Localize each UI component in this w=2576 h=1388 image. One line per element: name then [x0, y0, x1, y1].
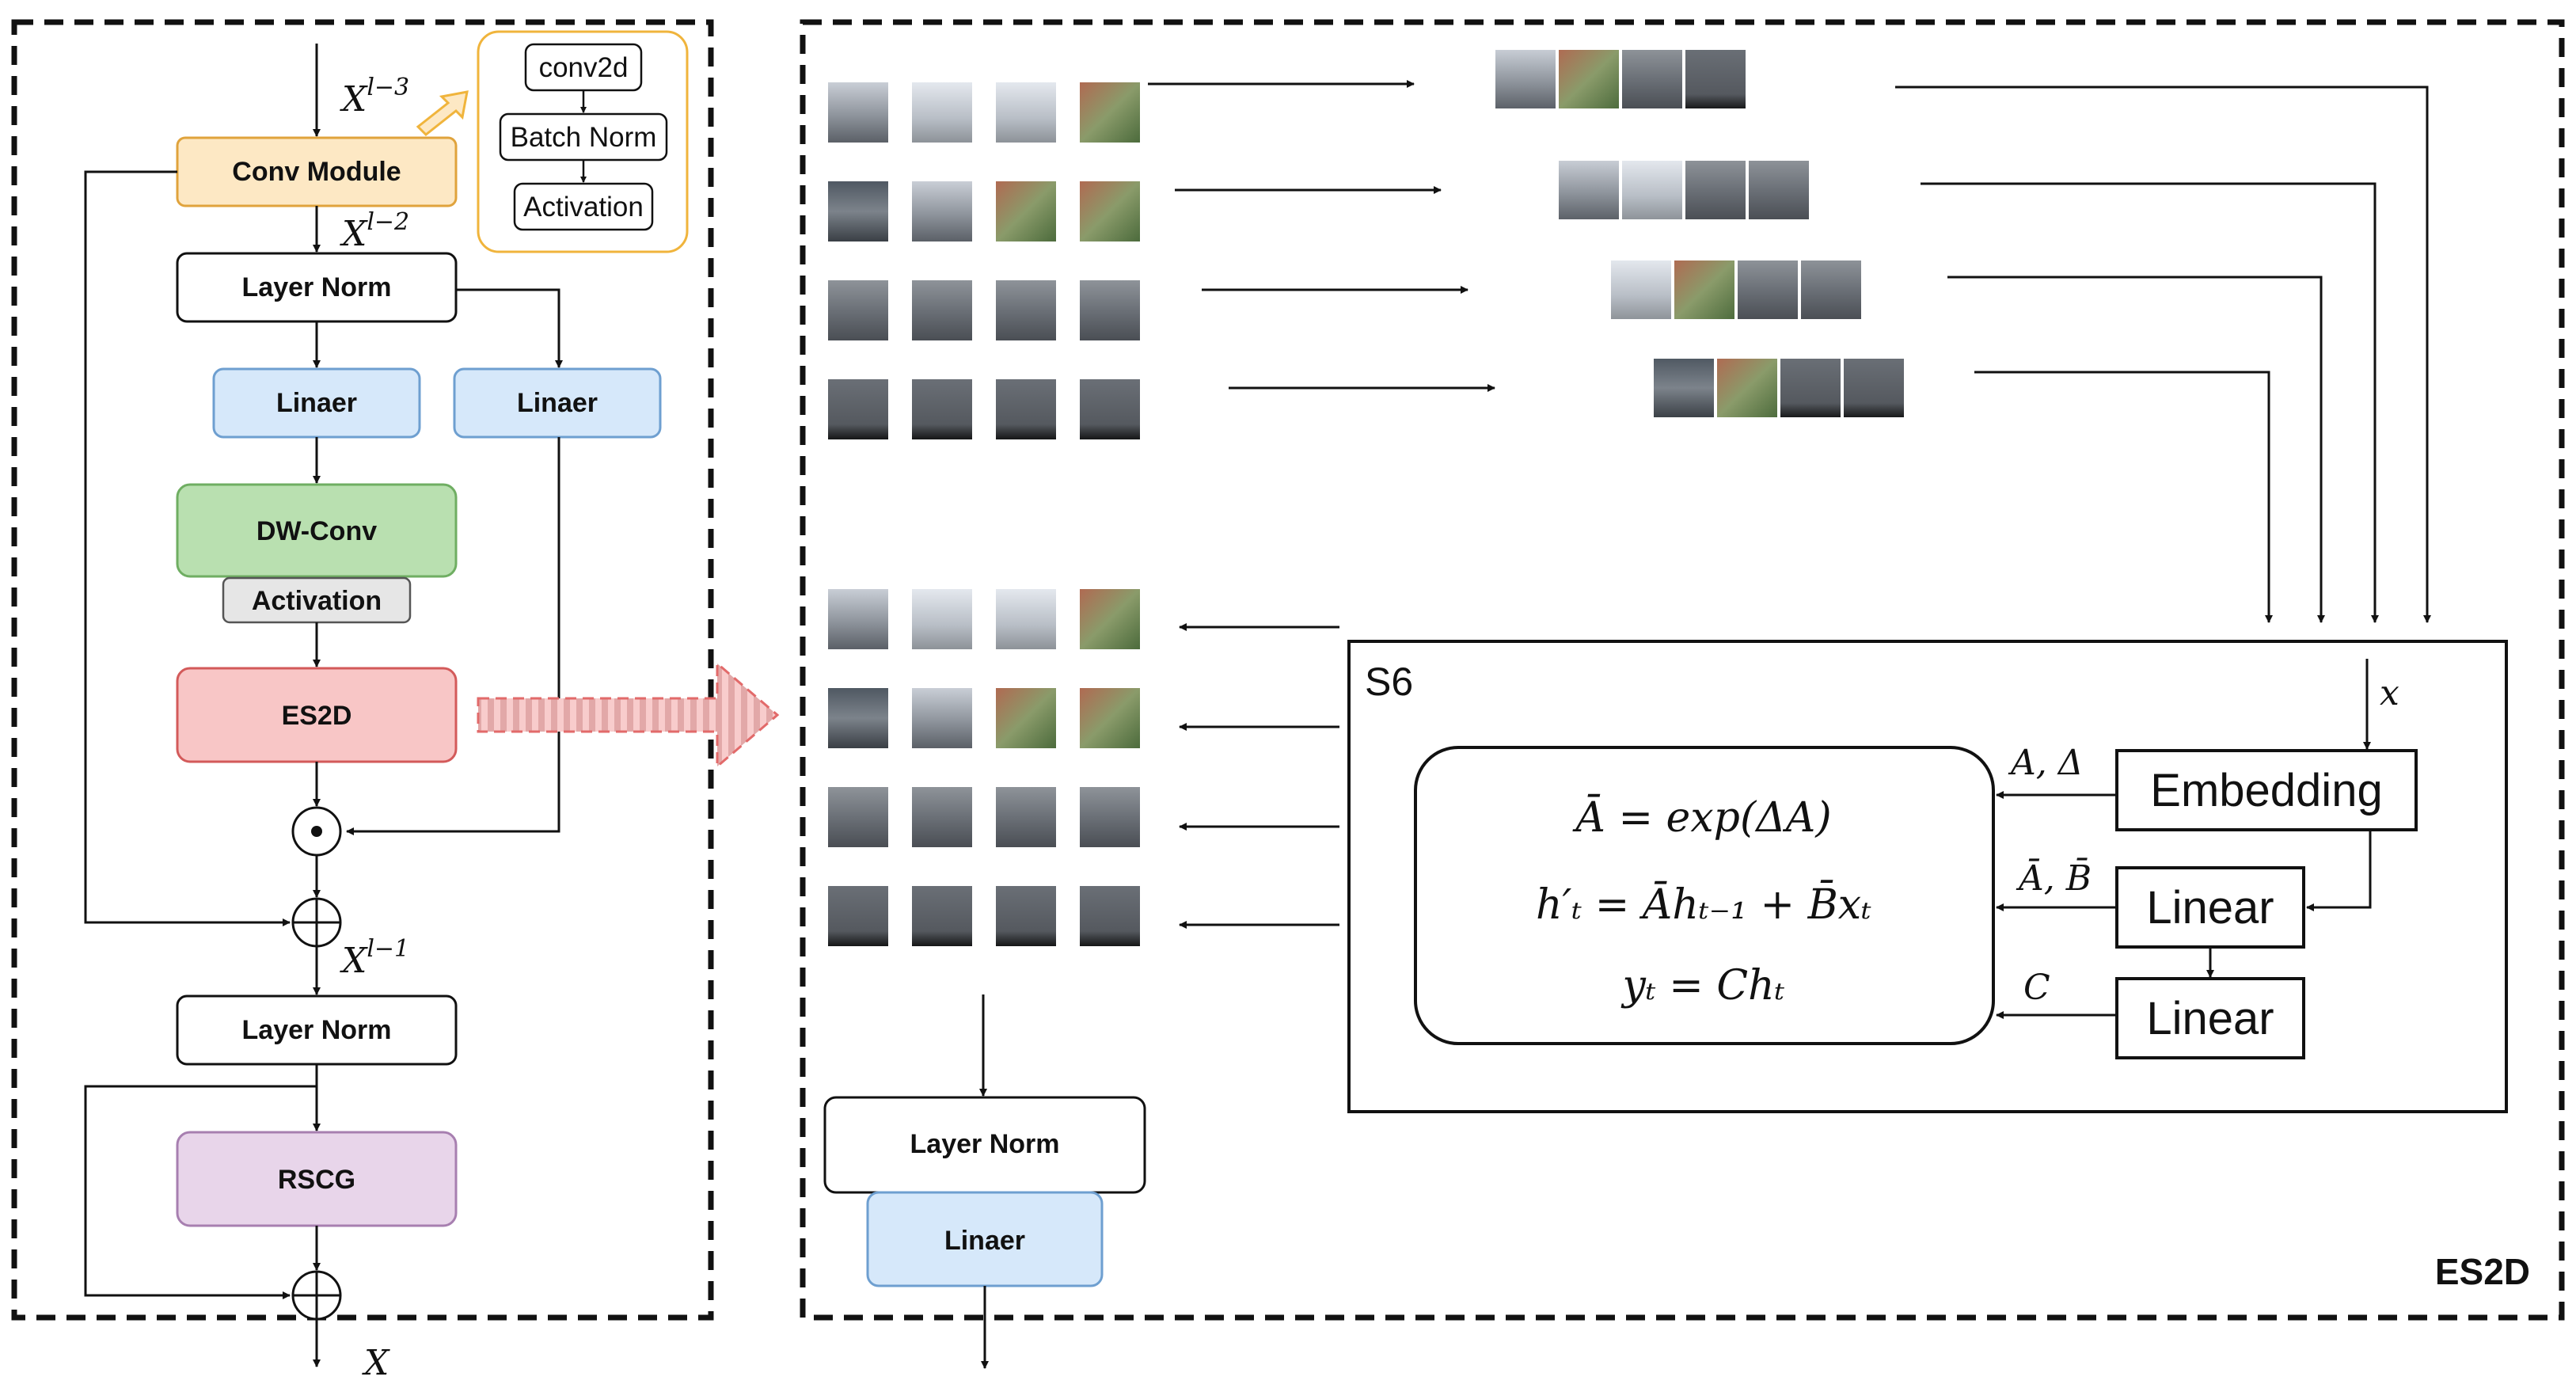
image-patch [912, 688, 972, 748]
scan-patch [1652, 357, 1715, 419]
dwconv-box [176, 483, 458, 578]
right-block-frame [800, 19, 2565, 1321]
image-patch [1080, 181, 1140, 241]
rscg-label: RSCG [278, 1165, 355, 1195]
image-patch [1080, 886, 1140, 946]
image-patch [1080, 82, 1140, 143]
linear-right-label: Linaer [517, 388, 598, 418]
image-patch [996, 787, 1056, 847]
scan-sequences [1494, 48, 1905, 419]
equation-3: yₜ = Chₜ [1621, 962, 1785, 1010]
scan-patch [1620, 48, 1684, 110]
scan-patch [1557, 159, 1620, 221]
image-patch [828, 688, 888, 748]
scan-patch [1715, 357, 1779, 419]
scan-patch [1609, 259, 1673, 321]
image-patch [912, 589, 972, 649]
left-block-frame [11, 19, 714, 1321]
image-patch [996, 280, 1056, 340]
image-patch [912, 82, 972, 143]
embedding-box [2115, 749, 2418, 831]
scan-patch [1684, 48, 1747, 110]
es2d-label: ES2D [282, 701, 352, 731]
scan-patch [1799, 259, 1863, 321]
linear-right-box [453, 367, 662, 439]
output-label: X [362, 1343, 390, 1383]
equation-2: h′ₜ = Āhₜ₋₁ + B̄xₜ [1536, 880, 1871, 929]
image-patch [996, 181, 1056, 241]
right-block-title: ES2D [2435, 1251, 2530, 1292]
inset-pointer-arrow [416, 90, 469, 137]
scan-patch [1842, 357, 1905, 419]
conv-module-label: Conv Module [232, 157, 401, 187]
x-l2-label: Xl−2 [340, 208, 409, 254]
linear2-box [2115, 977, 2305, 1059]
image-patch [828, 280, 888, 340]
layer-norm-2-label: Layer Norm [242, 1015, 392, 1045]
x-l1-label: Xl−1 [340, 935, 409, 981]
image-patch [1080, 379, 1140, 439]
image-patch [1080, 589, 1140, 649]
image-patch [912, 280, 972, 340]
scan-patch [1747, 159, 1810, 221]
scan-patch [1620, 159, 1684, 221]
scan-patch [1736, 259, 1799, 321]
image-patch [912, 787, 972, 847]
image-patch [912, 181, 972, 241]
image-patch [996, 886, 1056, 946]
patch-grid-input [828, 82, 1140, 439]
equation-box [1414, 746, 1995, 1045]
scan-patch [1779, 357, 1842, 419]
scan-patch [1673, 259, 1736, 321]
image-patch [828, 787, 888, 847]
right-linear-label: Linaer [944, 1226, 1025, 1256]
zoom-arrow [477, 660, 780, 770]
image-patch [996, 688, 1056, 748]
label-a-delta: A, Δ [2008, 743, 2084, 783]
inset-activation: Activation [523, 192, 644, 222]
image-patch [1080, 787, 1140, 847]
image-patch [1080, 688, 1140, 748]
scan-patch [1557, 48, 1620, 110]
image-patch [912, 886, 972, 946]
image-patch [828, 82, 888, 143]
activation-label: Activation [252, 586, 382, 616]
image-patch [828, 589, 888, 649]
layer-norm-1-label: Layer Norm [242, 272, 392, 302]
image-patch [996, 379, 1056, 439]
right-layer-norm-label: Layer Norm [910, 1129, 1060, 1159]
linear2-label: Linear [2146, 993, 2274, 1044]
label-c: C [2023, 968, 2050, 1008]
image-patch [828, 379, 888, 439]
s6-label: S6 [1365, 660, 1413, 704]
dwconv-label: DW-Conv [256, 516, 377, 546]
image-patch [912, 379, 972, 439]
linear1-label: Linear [2146, 882, 2274, 934]
inset-conv2d: conv2d [539, 52, 629, 83]
image-patch [1080, 280, 1140, 340]
scan-patch [1684, 159, 1747, 221]
patch-grid-output [828, 589, 1140, 946]
linear-left-label: Linaer [276, 388, 357, 418]
image-patch [996, 589, 1056, 649]
inset-batch-norm: Batch Norm [511, 122, 657, 153]
embedding-label: Embedding [2150, 765, 2382, 816]
image-patch [828, 886, 888, 946]
label-ab: Ā, B̄ [2016, 857, 2092, 899]
scan-patch [1494, 48, 1557, 110]
equation-1: Ā = exp(ΔA) [1572, 794, 1831, 842]
s6-input-x: x [2380, 673, 2399, 713]
image-patch [828, 181, 888, 241]
image-patch [996, 82, 1056, 143]
input-label: Xl−3 [340, 74, 409, 120]
